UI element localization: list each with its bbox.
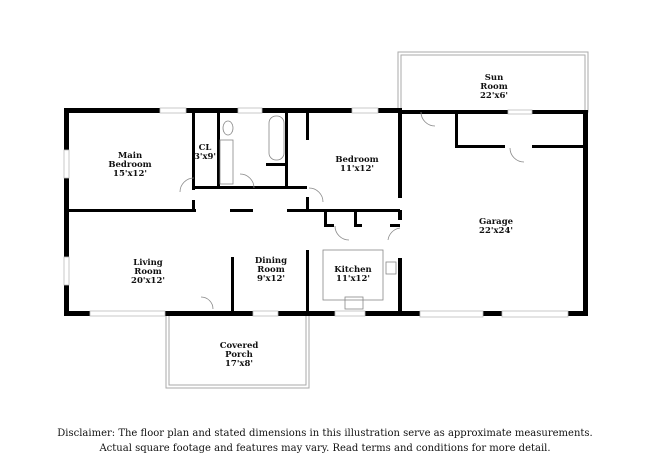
living-room-dims: 20'x12'	[131, 276, 165, 286]
garage-label: Garage	[479, 217, 514, 227]
disclaimer-line-2: Actual square footage and features may v…	[99, 443, 551, 454]
sun-room-label-2: Room	[480, 82, 507, 92]
bedroom-label: Bedroom	[335, 155, 378, 165]
garage-dims: 22'x24'	[479, 226, 513, 236]
main-bedroom-label: Main	[118, 151, 142, 161]
kitchen-dims: 11'x12'	[336, 274, 370, 284]
porch-label-2: Porch	[225, 350, 253, 360]
living-room-label-2: Room	[134, 267, 161, 277]
disclaimer-line-1: Disclaimer: The floor plan and stated di…	[57, 428, 593, 439]
closet-dims: 3'x9'	[194, 152, 216, 162]
fixtures	[179, 111, 525, 310]
porch-dims: 17'x8'	[225, 359, 253, 369]
sun-room-label: Sun	[485, 73, 504, 83]
main-bedroom-dims: 15'x12'	[113, 169, 147, 179]
main-bedroom-label-2: Bedroom	[108, 160, 151, 170]
porch-label: Covered	[220, 341, 259, 351]
living-room-label: Living	[133, 258, 163, 268]
closet-label: CL	[199, 143, 212, 153]
dining-room-label-2: Room	[257, 265, 284, 275]
dining-room-dims: 9'x12'	[257, 274, 285, 284]
dining-room-label: Dining	[255, 256, 287, 266]
kitchen-label: Kitchen	[334, 265, 372, 275]
sun-room-dims: 22'x6'	[480, 91, 508, 101]
sun-room-inner-outline	[400, 54, 586, 113]
windows	[63, 107, 569, 318]
bedroom-dims: 11'x12'	[340, 164, 374, 174]
walls	[64, 108, 588, 316]
porch-inner-outline	[168, 312, 307, 386]
